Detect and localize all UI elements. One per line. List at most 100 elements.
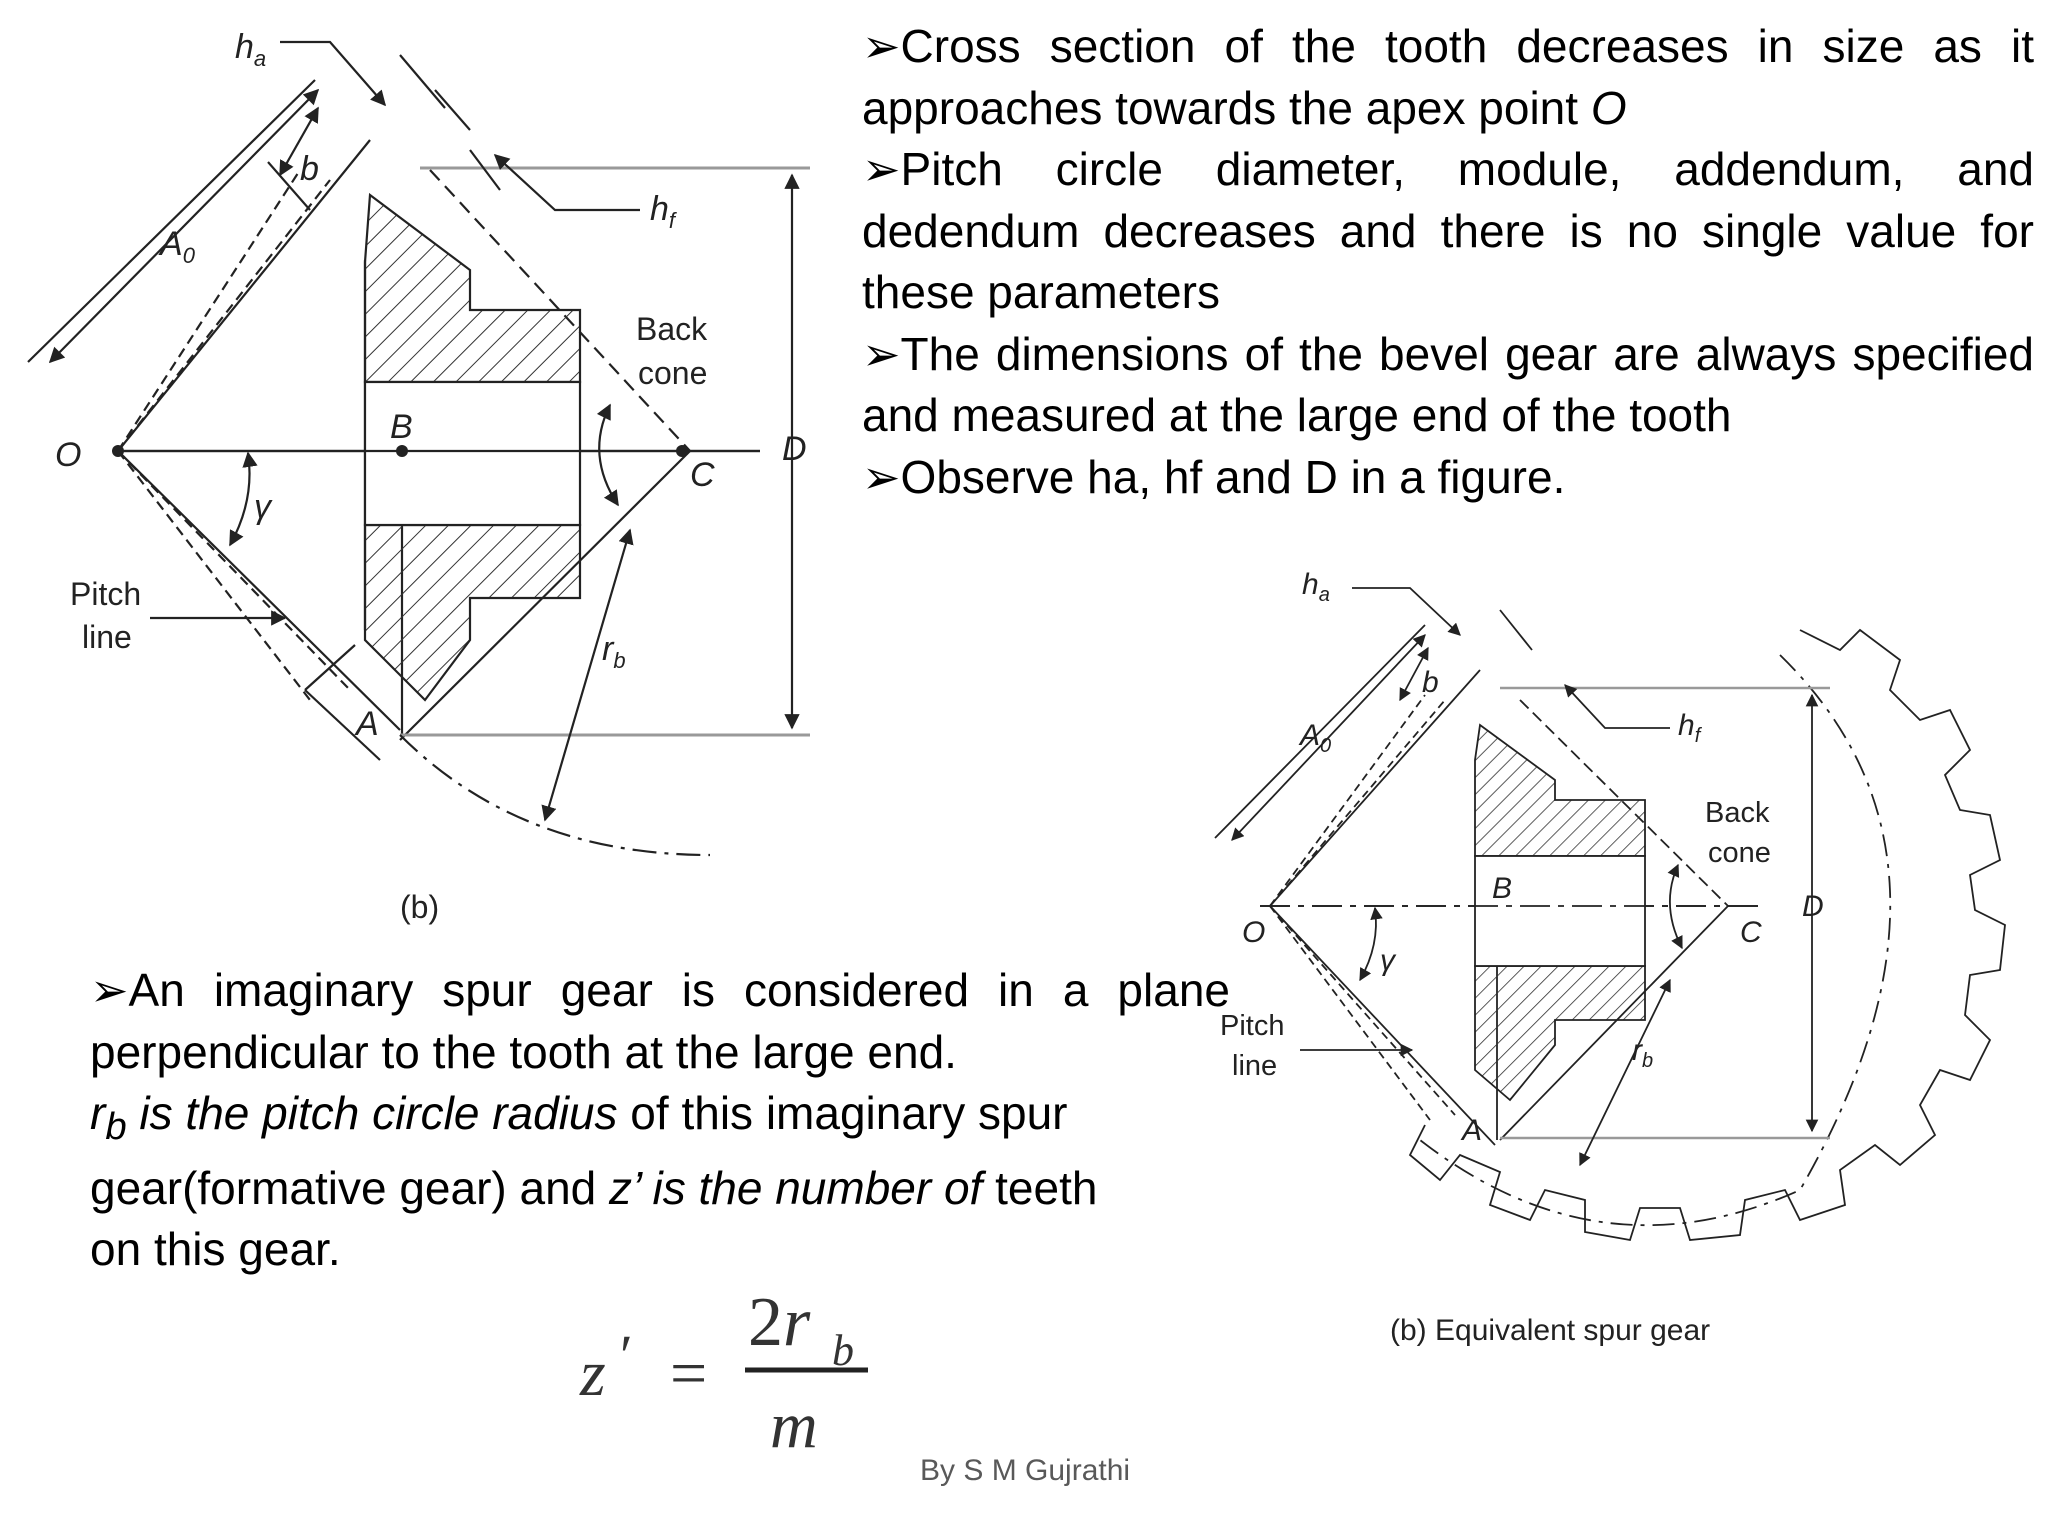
label-hf-right: hf <box>1678 709 1703 747</box>
a0-dimension-arrow <box>48 88 320 364</box>
pitch-line-bottom <box>117 450 401 731</box>
bullet-list: ➢Cross section of the tooth decreases in… <box>862 16 2034 508</box>
bevel-gear-figure-left: ha hf b A0 O B C D A γ Pitch line Back c… <box>27 28 810 925</box>
label-d: D <box>782 430 807 468</box>
formula-num-subscript: b <box>832 1326 854 1375</box>
label-a: A <box>354 705 379 743</box>
definition-paragraph: rb is the pitch circle radius of this im… <box>90 1087 1098 1276</box>
hf-leader <box>493 153 640 212</box>
gear-bore-right <box>1474 855 1646 967</box>
spur-pitch-circle <box>1419 654 1892 1227</box>
arrowhead-bullet-icon: ➢ <box>862 143 901 195</box>
label-rb: rb <box>602 630 626 673</box>
label-rb-right: rb <box>1632 1034 1653 1072</box>
tooth-end-line <box>304 689 381 761</box>
a0-dimension-line-outer <box>27 79 316 363</box>
arrowhead-bullet-icon: ➢ <box>90 964 129 1016</box>
tip-dashed-bottom <box>117 450 351 691</box>
gear-section-top-right <box>1474 723 1646 857</box>
dashed-line-right <box>1269 694 1426 907</box>
bullet-item: ➢Pitch circle diameter, module, addendum… <box>862 139 2034 324</box>
dashed-line-right <box>1269 905 1456 1116</box>
cone-line-top-right <box>1269 669 1481 907</box>
formative-gear-description: ➢An imaginary spur gear is considered in… <box>90 960 1230 1281</box>
hf-leader-right <box>1564 684 1670 729</box>
point-b <box>396 445 408 457</box>
tooth-end-cap <box>304 644 356 691</box>
label-b-point-right: B <box>1492 872 1512 905</box>
tip-dashed-top <box>117 179 331 452</box>
bullet-item: ➢The dimensions of the bevel gear are al… <box>862 324 2034 447</box>
bullet-item: ➢Cross section of the tooth decreases in… <box>862 16 2034 139</box>
rb-arrow-right <box>1579 978 1671 1167</box>
label-b-point: B <box>390 408 413 446</box>
b-arrow-right <box>1399 646 1429 702</box>
gear-section-bottom-right <box>1474 965 1646 1102</box>
apex-point-o <box>112 445 124 457</box>
label-c: C <box>690 456 715 494</box>
label-pitch-right: Pitch <box>1220 1010 1284 1042</box>
label-b: b <box>300 150 319 188</box>
rb-dimension-arrow <box>541 528 634 822</box>
spur-gear-teeth-outline <box>1408 628 2006 1242</box>
back-cone-arc-right <box>1667 863 1683 950</box>
label-line: line <box>82 619 132 655</box>
label-b-right: b <box>1422 666 1439 699</box>
figure-caption-left: (b) <box>400 889 439 925</box>
formative-teeth-formula: z ′ = 22rr b m <box>579 1284 868 1462</box>
hf-tick <box>469 149 501 191</box>
label-gamma-right: γ <box>1380 944 1397 977</box>
label-back-right: Back <box>1705 797 1770 829</box>
formula-prime: ′ <box>620 1323 633 1388</box>
label-o-right: O <box>1242 916 1265 949</box>
a0-arrow-right <box>1231 634 1426 841</box>
gear-section-top <box>363 192 582 384</box>
ha-leader-right <box>1352 587 1461 636</box>
label-a-right: A <box>1460 1114 1482 1147</box>
bullet-item: ➢An imaginary spur gear is considered in… <box>90 964 1230 1078</box>
gamma-angle-arc <box>229 451 258 547</box>
label-d-right: D <box>1802 890 1824 923</box>
root-dashed-top <box>117 169 301 452</box>
arrowhead-bullet-icon: ➢ <box>862 20 901 72</box>
ha-tick-1 <box>399 54 446 109</box>
label-line-right: line <box>1232 1050 1277 1082</box>
ha-tick-right <box>1499 609 1533 651</box>
label-ha-right: ha <box>1302 568 1330 606</box>
b-extension <box>267 161 311 211</box>
back-cone-line-top <box>429 169 691 452</box>
author-credit: By S M Gujrathi <box>920 1454 1131 1487</box>
arrowhead-bullet-icon: ➢ <box>862 450 901 503</box>
label-gamma: γ <box>254 488 273 526</box>
formula-numerator: 22rr <box>748 1284 811 1361</box>
gamma-arc-right <box>1359 906 1383 982</box>
equivalent-spur-gear-figure: ha hf b A0 O B C D A γ Pitch line Back c… <box>1214 568 2006 1347</box>
point-c <box>676 445 688 457</box>
gear-section-bottom <box>363 523 582 702</box>
gear-bore <box>363 380 582 527</box>
pitch-line-right <box>1269 905 1496 1146</box>
ha-tick-2 <box>434 89 471 131</box>
label-o: O <box>55 436 81 474</box>
ha-leader <box>280 40 387 107</box>
b-dimension-arrow <box>279 106 319 177</box>
dashed-line-right <box>1269 905 1431 1121</box>
arrowhead-bullet-icon: ➢ <box>862 327 901 380</box>
label-a0: A0 <box>158 225 196 268</box>
dashed-line-right <box>1269 699 1446 907</box>
bullet-item: ➢Observe ha, hf and D in a figure. <box>862 447 2034 509</box>
formula-lhs: z <box>579 1337 606 1410</box>
label-back: Back <box>636 311 708 347</box>
label-cone: cone <box>638 355 707 391</box>
pitch-circle-arc <box>399 734 711 857</box>
root-dashed-bottom <box>117 450 311 701</box>
figure-caption-right: (b) Equivalent spur gear <box>1390 1314 1710 1347</box>
label-pitch: Pitch <box>70 576 141 612</box>
label-c-right: C <box>1740 916 1762 949</box>
label-ha: ha <box>235 28 266 71</box>
cone-line-top <box>117 139 371 452</box>
label-hf: hf <box>650 190 678 233</box>
label-a0-right: A0 <box>1298 719 1331 757</box>
label-cone-right: cone <box>1708 837 1771 869</box>
back-cone-angle-arc <box>596 403 619 507</box>
